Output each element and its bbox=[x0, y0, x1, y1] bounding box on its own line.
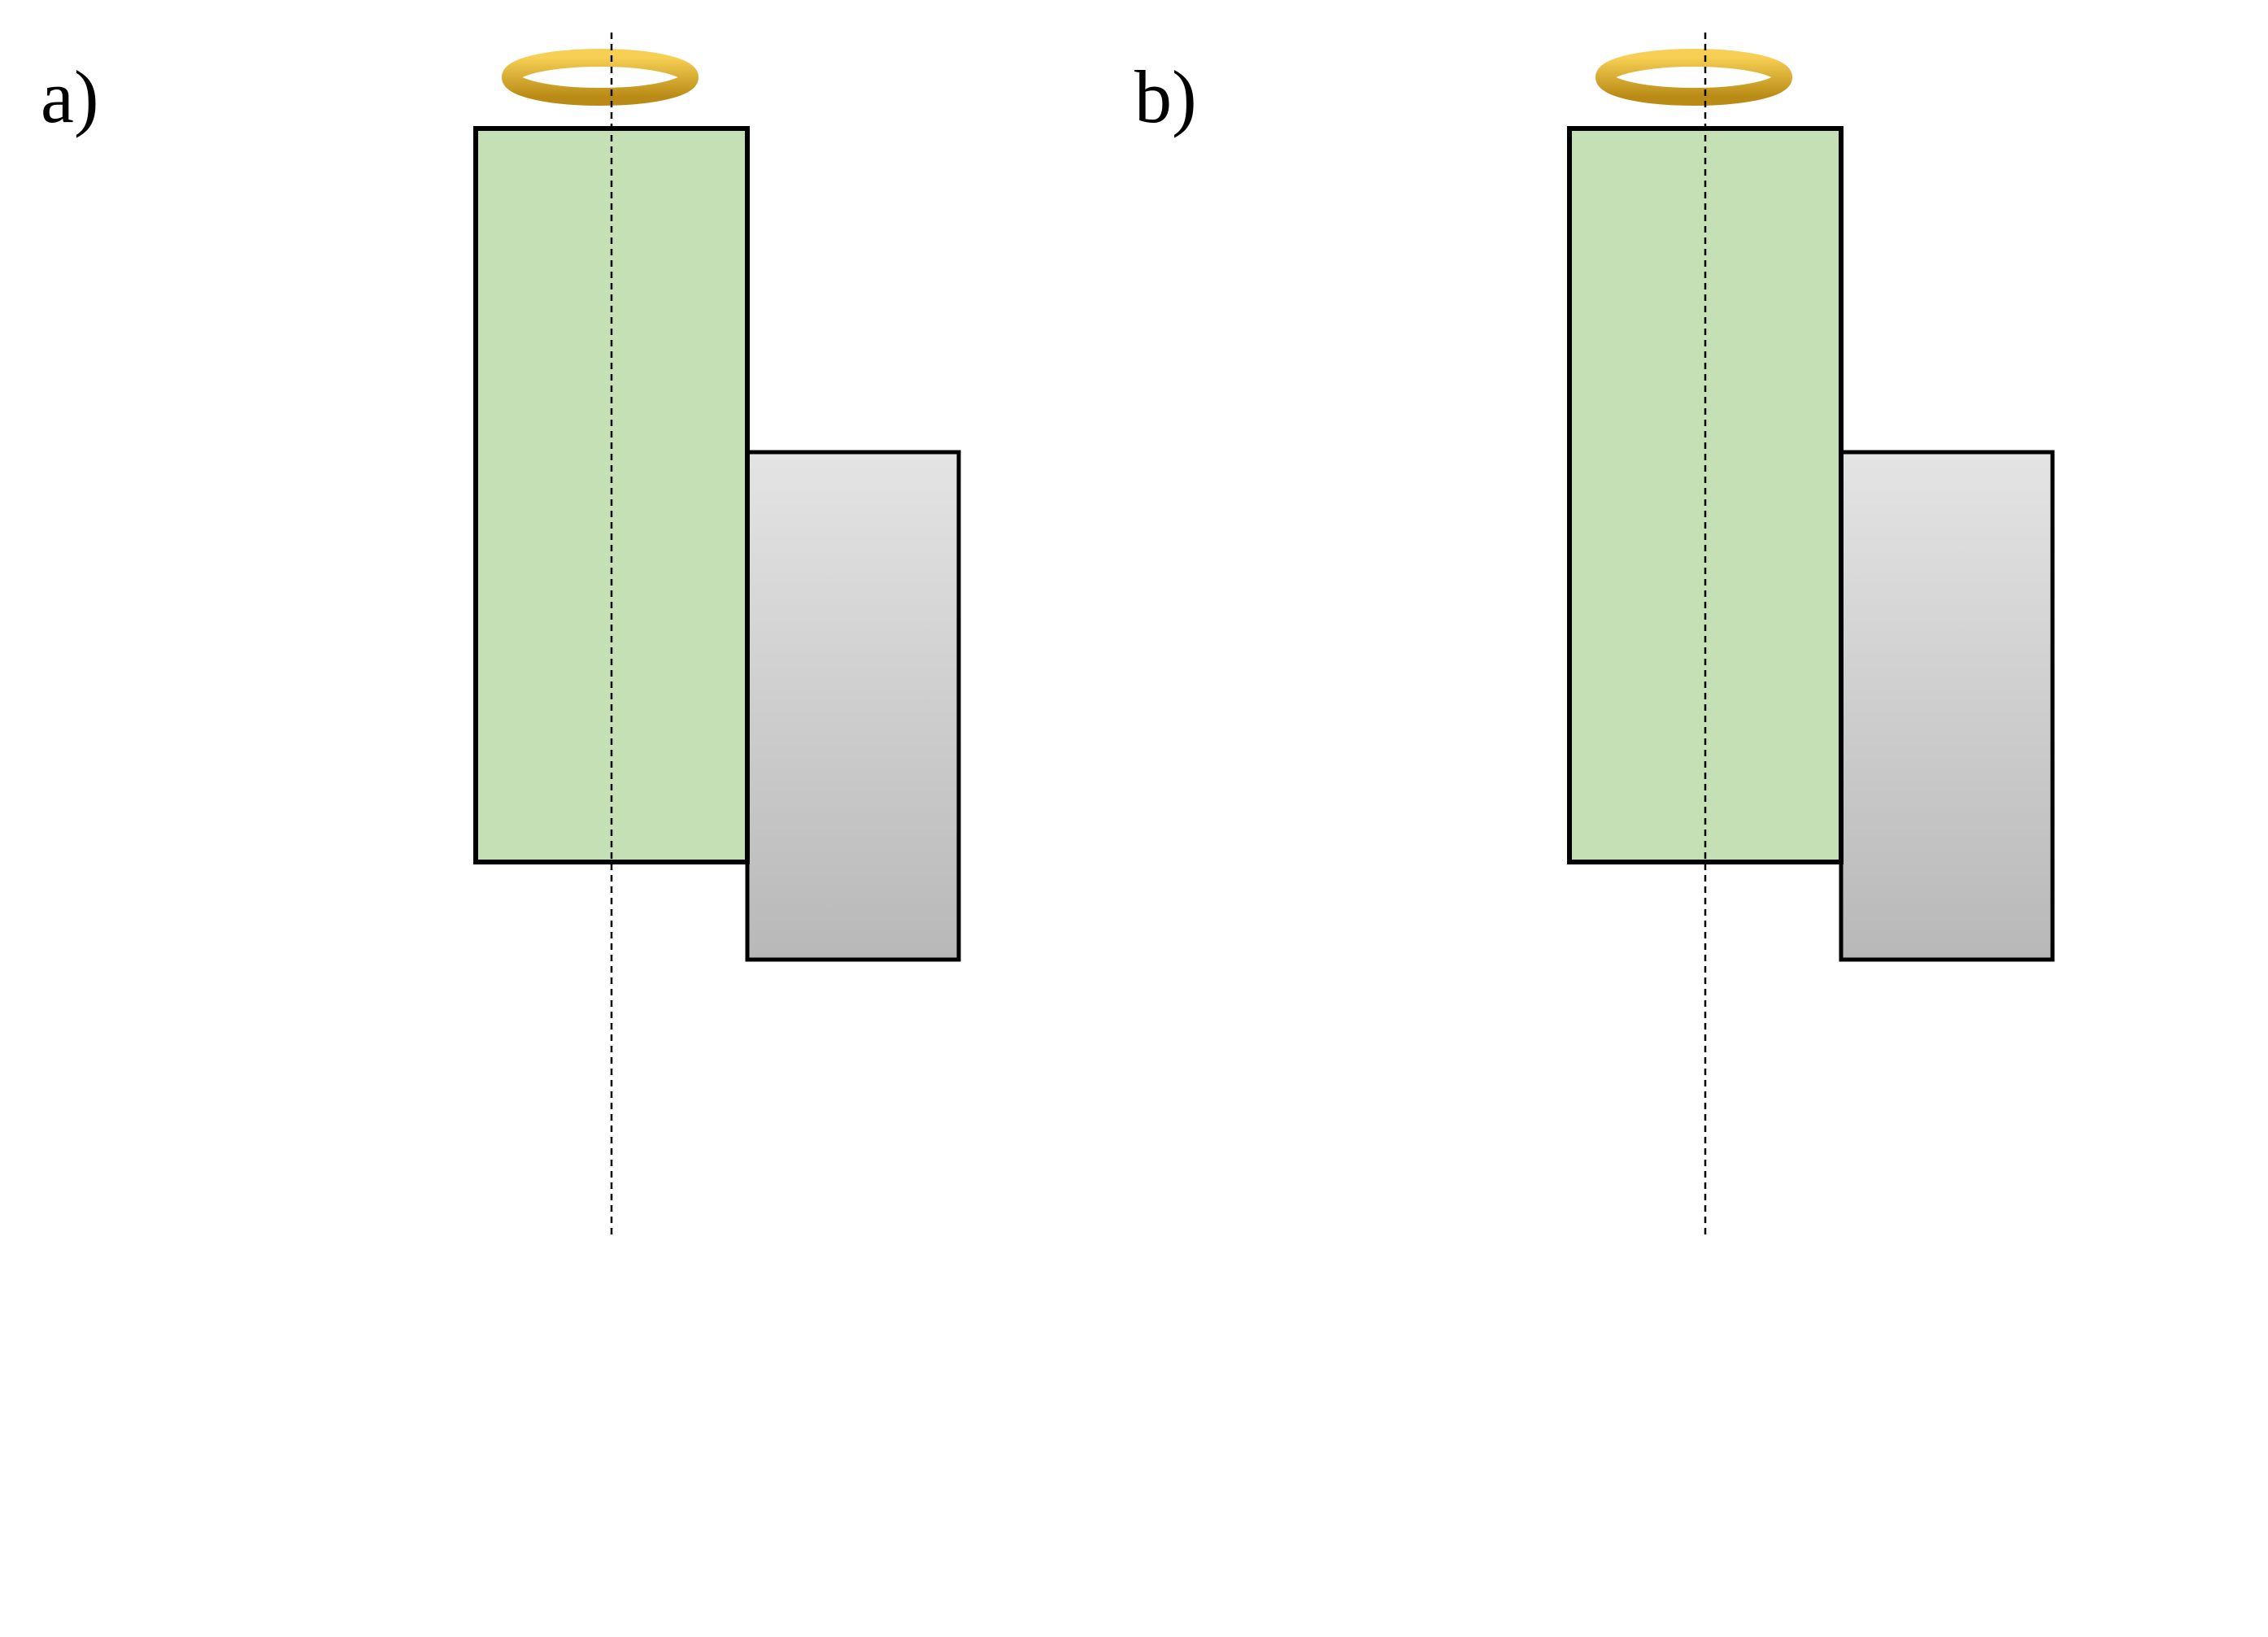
panel-b: b) αel D ap ar bbox=[1134, 33, 2055, 1236]
spindle-rotation-arrow-icon bbox=[502, 49, 699, 106]
panel-a: a) αel D ap ar bbox=[41, 33, 961, 1236]
workpiece-side-view bbox=[745, 450, 961, 962]
panel-label: a) bbox=[41, 55, 98, 138]
workpiece-side-view bbox=[1839, 450, 2055, 962]
panel-label: b) bbox=[1134, 55, 1197, 138]
spindle-rotation-arrow-icon bbox=[1595, 49, 1792, 106]
